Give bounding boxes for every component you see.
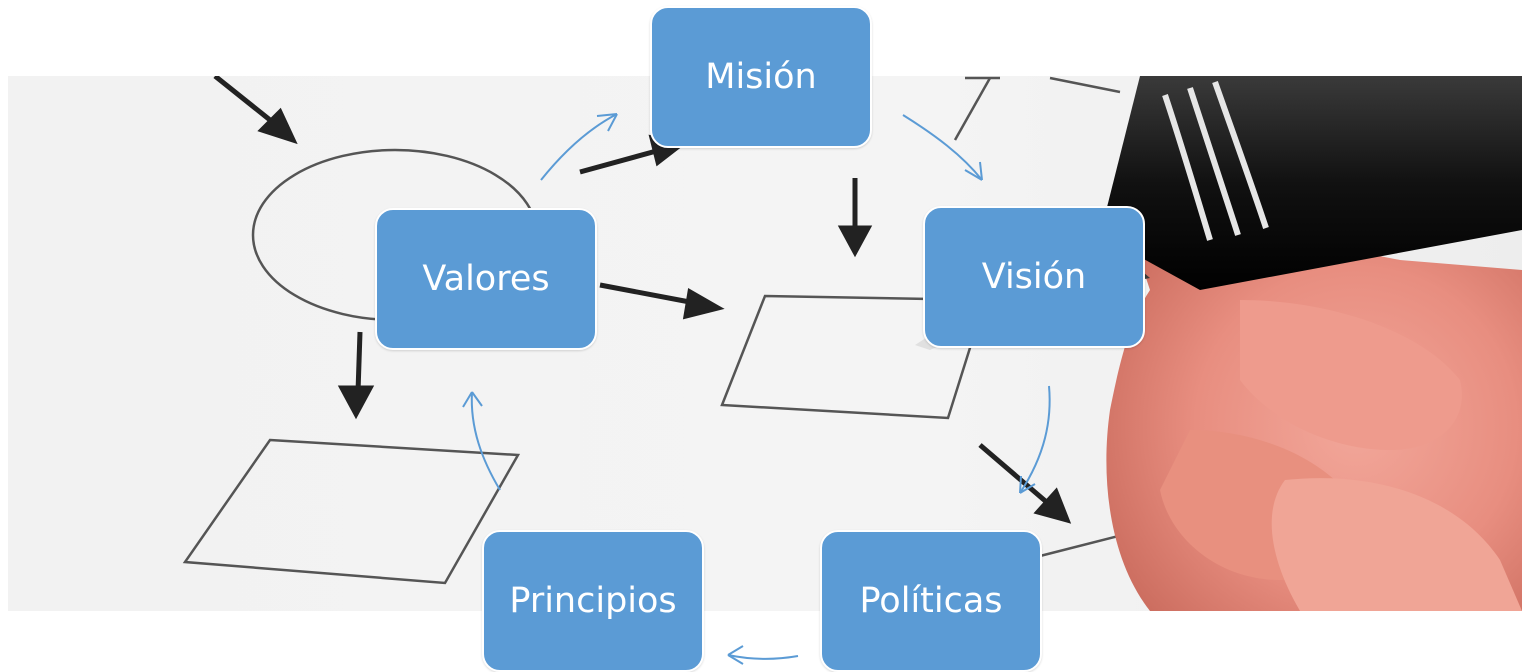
node-principios-label: Principios bbox=[509, 581, 677, 621]
node-vision-label: Visión bbox=[981, 257, 1087, 297]
node-valores[interactable]: Valores bbox=[375, 208, 597, 350]
node-principios[interactable]: Principios bbox=[482, 530, 704, 672]
node-politicas-label: Políticas bbox=[859, 581, 1003, 621]
node-politicas[interactable]: Políticas bbox=[820, 530, 1042, 672]
hand-with-pen bbox=[915, 76, 1522, 611]
photo-content bbox=[8, 76, 1522, 611]
node-mision-label: Misión bbox=[705, 57, 817, 97]
node-vision[interactable]: Visión bbox=[923, 206, 1145, 348]
node-valores-label: Valores bbox=[422, 259, 550, 299]
node-mision[interactable]: Misión bbox=[650, 6, 872, 148]
